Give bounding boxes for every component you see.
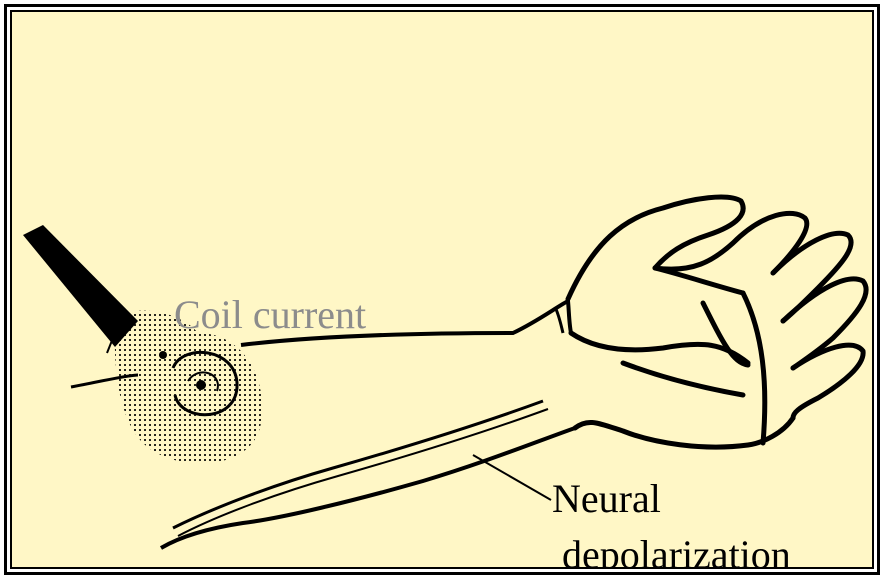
neural-label-line2: depolarization xyxy=(562,535,791,569)
hand-outline xyxy=(568,197,866,447)
figure-panel: Coil current Neural depolarization xyxy=(4,4,880,575)
figure-canvas: Coil current Neural depolarization xyxy=(10,10,874,569)
neural-leader-line xyxy=(473,455,551,500)
coil-current-label: Coil current xyxy=(174,295,366,335)
neural-label-line1: Neural xyxy=(552,479,791,519)
neural-depolarization-label: Neural depolarization xyxy=(552,479,791,569)
